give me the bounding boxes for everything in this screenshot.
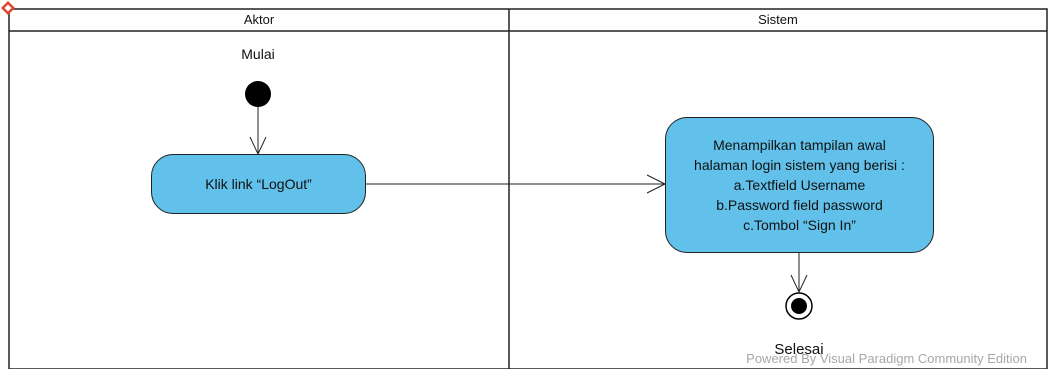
action-line: c.Tombol “Sign In” [743, 217, 856, 233]
action-click-logout: Klik link “LogOut” [151, 154, 366, 214]
visual-paradigm-logo-icon [1, 1, 15, 15]
lane-header-actor: Aktor [243, 12, 275, 27]
action-line: b.Password field password [716, 197, 883, 213]
watermark-text: Powered By Visual Paradigm Community Edi… [746, 351, 1027, 366]
action-click-logout-label: Klik link “LogOut” [205, 176, 312, 192]
start-node [245, 81, 271, 107]
action-line: Menampilkan tampilan awal [713, 137, 886, 153]
flow-system-to-end-arrowhead [790, 274, 808, 294]
end-node-dot [791, 298, 807, 314]
action-line: halaman login sistem yang berisi : [694, 157, 905, 173]
action-show-login-page: Menampilkan tampilan awal halaman login … [665, 117, 934, 253]
swimlane-frame [8, 8, 1048, 369]
end-label: Selesai [774, 341, 824, 358]
start-label: Mulai [241, 46, 275, 62]
action-line: a.Textfield Username [733, 177, 866, 193]
lane-header-system: Sistem [758, 12, 798, 27]
